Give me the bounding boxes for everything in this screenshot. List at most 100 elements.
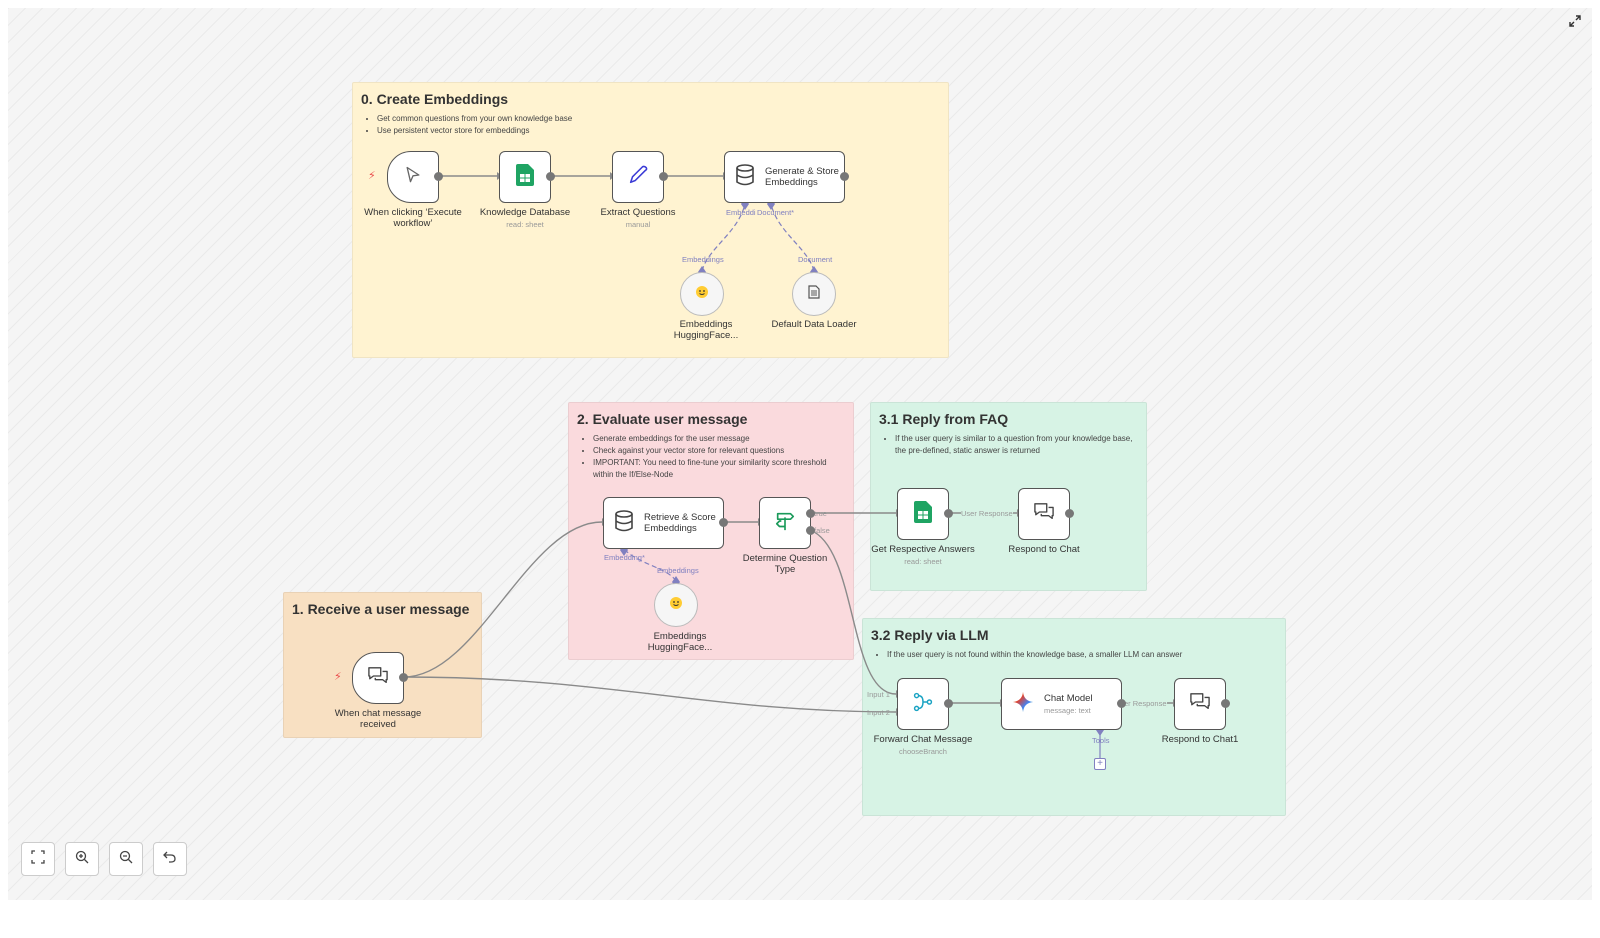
pencil-icon <box>627 164 649 191</box>
output-port[interactable] <box>944 699 953 708</box>
node-respond-to-chat[interactable] <box>1018 488 1070 540</box>
fit-view-icon <box>31 849 45 869</box>
output-port[interactable] <box>659 172 668 181</box>
output-port[interactable] <box>944 509 953 518</box>
node-subtitle: chooseBranch <box>899 747 947 756</box>
node-label: Extract Questions <box>600 207 676 218</box>
node-label: Default Data Loader <box>771 319 857 330</box>
chat-icon <box>367 666 389 691</box>
edge-label: Document* <box>757 208 795 217</box>
node-subtitle: read: sheet <box>506 220 544 229</box>
node-subtitle: message: text <box>1044 706 1091 716</box>
node-label: When chat message received <box>334 708 422 731</box>
document-icon <box>808 284 820 304</box>
edge-label: er Response <box>1124 699 1167 708</box>
trigger-bolt-icon: ⚡ <box>334 671 342 683</box>
node-manual-trigger[interactable] <box>387 151 439 203</box>
group-title: 1. Receive a user message <box>292 601 470 617</box>
node-label: Embeddings HuggingFace... <box>673 319 739 342</box>
node-forward-chat-message[interactable] <box>897 678 949 730</box>
plus-icon: + <box>1097 758 1103 769</box>
node-subtitle: read: sheet <box>904 557 942 566</box>
edge-label: Embeddings <box>657 566 699 575</box>
edge-label: Embeddings <box>682 255 724 264</box>
output-port[interactable] <box>434 172 443 181</box>
database-icon <box>614 509 634 537</box>
group-notes: Generate embeddings for the user message… <box>577 433 845 481</box>
node-generate-store-embeddings[interactable]: Generate & Store Embeddings <box>724 151 845 203</box>
fullscreen-icon[interactable] <box>1568 14 1582 33</box>
google-sheets-icon <box>516 163 534 191</box>
node-extract-questions[interactable] <box>612 151 664 203</box>
node-default-data-loader[interactable] <box>792 272 836 316</box>
workflow-canvas[interactable]: 0. Create Embeddings Get common question… <box>8 8 1592 900</box>
output-port[interactable] <box>1117 699 1126 708</box>
node-label: Respond to Chat1 <box>1161 734 1239 745</box>
node-label: Respond to Chat <box>1008 544 1080 555</box>
node-get-respective-answers[interactable] <box>897 488 949 540</box>
node-label: Knowledge Database <box>479 207 571 218</box>
signpost-icon <box>774 510 796 537</box>
node-label: Chat Model <box>1044 692 1093 704</box>
group-title: 3.2 Reply via LLM <box>871 627 989 643</box>
node-embeddings-huggingface-1[interactable] <box>680 272 724 316</box>
undo-icon <box>163 850 177 869</box>
zoom-out-button[interactable] <box>109 842 143 876</box>
edge-label: Embeddi <box>726 208 756 217</box>
edge-label: Tools <box>1092 736 1110 745</box>
fit-view-button[interactable] <box>21 842 55 876</box>
output-port[interactable] <box>719 518 728 527</box>
zoom-out-icon <box>119 850 133 869</box>
group-title: 3.1 Reply from FAQ <box>879 411 1009 427</box>
node-retrieve-score-embeddings[interactable]: Retrieve & Score Embeddings <box>603 497 724 549</box>
node-knowledge-database[interactable] <box>499 151 551 203</box>
edge-label: Embedding* <box>604 553 645 562</box>
node-chat-trigger[interactable] <box>352 652 404 704</box>
zoom-in-button[interactable] <box>65 842 99 876</box>
output-port[interactable] <box>1065 509 1074 518</box>
node-text-group: Chat Model message: text <box>1044 693 1093 715</box>
output-port[interactable] <box>399 673 408 682</box>
node-label: Generate & Store Embeddings <box>765 165 839 188</box>
edge-label: false <box>814 526 830 535</box>
node-subtitle: manual <box>625 220 651 229</box>
node-label: Get Respective Answers <box>871 544 975 555</box>
edge-label: Input 1 <box>867 690 890 699</box>
hugging-face-icon <box>695 285 709 304</box>
node-chat-model[interactable]: Chat Model message: text <box>1001 678 1122 730</box>
chat-icon <box>1189 692 1211 717</box>
group-create-embeddings[interactable]: 0. Create Embeddings Get common question… <box>352 82 949 358</box>
edge-label: true <box>814 509 827 518</box>
output-port[interactable] <box>546 172 555 181</box>
cursor-icon <box>403 165 423 190</box>
add-tool-button[interactable]: + <box>1094 758 1106 770</box>
undo-button[interactable] <box>153 842 187 876</box>
edge-label: Input 2 <box>867 708 890 717</box>
group-notes: If the user query is similar to a questi… <box>879 433 1138 457</box>
chat-icon <box>1033 502 1055 527</box>
edge-label: Document <box>798 255 833 264</box>
node-label: Determine Question Type <box>742 553 828 576</box>
output-port[interactable] <box>1221 699 1230 708</box>
node-label: When clicking ‘Execute workflow’ <box>364 207 462 230</box>
output-port-true[interactable] <box>806 509 815 518</box>
output-port-false[interactable] <box>806 526 815 535</box>
gemini-icon <box>1012 691 1034 718</box>
node-label: Embeddings HuggingFace... <box>647 631 713 654</box>
group-notes: Get common questions from your own knowl… <box>361 113 940 137</box>
zoom-in-icon <box>75 850 89 869</box>
node-label: Forward Chat Message <box>873 734 973 745</box>
database-icon <box>735 163 755 191</box>
group-notes: If the user query is not found within th… <box>871 649 1277 661</box>
node-respond-to-chat1[interactable] <box>1174 678 1226 730</box>
node-determine-question-type[interactable] <box>759 497 811 549</box>
google-sheets-icon <box>914 500 932 528</box>
merge-icon <box>912 691 934 718</box>
output-port[interactable] <box>840 172 849 181</box>
group-title: 0. Create Embeddings <box>361 91 509 107</box>
hugging-face-icon <box>669 596 683 615</box>
node-embeddings-huggingface-2[interactable] <box>654 583 698 627</box>
group-title: 2. Evaluate user message <box>577 411 748 427</box>
node-label: Retrieve & Score Embeddings <box>644 511 716 534</box>
trigger-bolt-icon: ⚡ <box>368 170 376 182</box>
